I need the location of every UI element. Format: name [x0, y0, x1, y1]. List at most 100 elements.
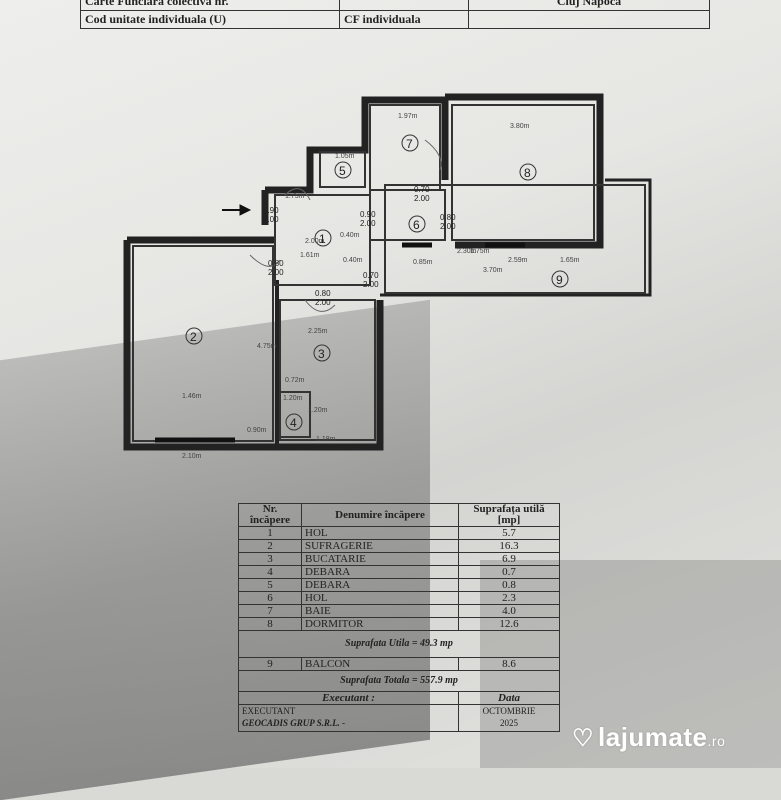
floor-plan: 1 2 3 4 5 6 7 8 9 0.90 2.00 0.80 2.00 0.…: [123, 93, 652, 460]
row-area: 0.8: [458, 578, 560, 592]
dim-label: 1.61m: [300, 252, 320, 259]
door-bottom: 2.00: [315, 298, 331, 307]
door-bottom: 2.00: [414, 194, 430, 203]
dim-label: 1.75m: [470, 248, 490, 255]
executant-label: Executant :: [238, 691, 459, 705]
room-number-3: 3: [318, 347, 325, 361]
door-bottom: 2.00: [268, 268, 284, 277]
heart-check-icon: ♡: [572, 725, 595, 752]
dim-label: 0.72m: [285, 377, 305, 384]
room-number-2: 2: [190, 330, 197, 344]
door-top: 0.70: [414, 185, 430, 194]
dim-label: 2.30m: [457, 248, 477, 255]
row-name: HOL: [301, 526, 459, 540]
door-top: 0.80: [440, 213, 456, 222]
row-nr: 3: [238, 552, 302, 566]
row-name: BUCATARIE: [301, 552, 459, 566]
wall-living-room: [123, 236, 275, 451]
dim-label: 1.05m: [335, 153, 355, 160]
door-bottom: 2.00: [440, 222, 456, 231]
row-nr: 2: [238, 539, 302, 553]
dim-label: 0.40m: [343, 257, 363, 264]
wall-bedroom: [445, 93, 604, 249]
dim-label: 2.00m: [305, 238, 325, 245]
dim-label: 2.25m: [308, 328, 328, 335]
useful-area-total: Suprafata Utila = 49.3 mp: [238, 630, 560, 658]
door-top: 0.90: [360, 210, 376, 219]
door-top: 0.90: [263, 206, 279, 215]
executant-title: EXECUTANT: [242, 706, 296, 716]
row-area: 5.7: [458, 526, 560, 540]
door-top: 0.80: [268, 259, 284, 268]
date-month: OCTOMBRIE: [482, 706, 536, 716]
row-name: DEBARA: [301, 565, 459, 579]
dim-label: 1.75m: [285, 193, 305, 200]
dim-label: 3.80m: [510, 123, 530, 130]
row-name: DORMITOR: [301, 617, 459, 631]
door-arc: [424, 139, 442, 171]
dim-label: 1.65m: [560, 257, 580, 264]
total-area: Suprafata Totala = 557.9 mp: [238, 670, 560, 692]
row-nr: 7: [238, 604, 302, 618]
row-area: 0.7: [458, 565, 560, 579]
room-6-hall: [369, 189, 446, 241]
entrance-arrow-icon: [222, 204, 252, 216]
dim-label: 1.20m: [308, 407, 328, 414]
room-number-7: 7: [406, 137, 413, 151]
door-top: 0.80: [315, 289, 331, 298]
dim-label: 0.90m: [247, 427, 267, 434]
watermark-logo: ♡lajumate.ro: [572, 722, 725, 753]
header-cf-individual-label: CF individuala: [339, 10, 469, 29]
date-year: 2025: [500, 718, 518, 728]
door-bottom: 2.00: [263, 215, 279, 224]
row-area: 4.0: [458, 604, 560, 618]
room-labels: 1 2 3 4 5 6 7 8 9: [185, 134, 569, 431]
wall-bottom: [240, 300, 384, 451]
wall-balcony: [380, 178, 652, 297]
dim-label: 1.18m: [316, 436, 336, 443]
dimension-labels: 1.97m 3.80m 1.61m 0.40m 1.75m 2.25m 1.46…: [182, 113, 580, 460]
dim-label: 0.85m: [413, 259, 433, 266]
dim-label: 1.20m: [283, 395, 303, 402]
room-3-kitchen: [279, 299, 376, 441]
row-nr: 8: [238, 617, 302, 631]
room-number-5: 5: [339, 164, 346, 178]
row-area: 16.3: [458, 539, 560, 553]
door-arc: [284, 188, 311, 201]
room-number-9: 9: [556, 273, 563, 287]
watermark-text: lajumate: [598, 722, 708, 752]
row-name: SUFRAGERIE: [301, 539, 459, 553]
door-top: 0.70: [363, 271, 379, 280]
room-number-1: 1: [319, 232, 326, 246]
door-arc: [249, 254, 281, 267]
col-header-nr: Nr. încăpere: [238, 503, 302, 527]
row-area: 12.6: [458, 617, 560, 631]
row-nr: 6: [238, 591, 302, 605]
dim-label: 2.10m: [182, 453, 202, 460]
row-name: DEBARA: [301, 578, 459, 592]
row-nr: 1: [238, 526, 302, 540]
balcony-nr: 9: [238, 657, 302, 671]
room-2-living: [132, 245, 274, 442]
room-8-bedroom: [451, 104, 595, 241]
room-number-4: 4: [290, 416, 297, 430]
room-number-6: 6: [413, 218, 420, 232]
room-4-pantry: [279, 391, 311, 438]
door-arc: [304, 299, 336, 312]
col-header-area: Suprafața utilă [mp]: [458, 503, 560, 527]
room-5-pantry: [319, 151, 366, 188]
header-empty-cell-2: [468, 10, 710, 29]
executant-company: GEOCADIS GRUP S.R.L. -: [242, 718, 346, 728]
room-7-bath: [369, 104, 441, 191]
row-name: HOL: [301, 591, 459, 605]
room-number-8: 8: [524, 166, 531, 180]
row-name: BAIE: [301, 604, 459, 618]
